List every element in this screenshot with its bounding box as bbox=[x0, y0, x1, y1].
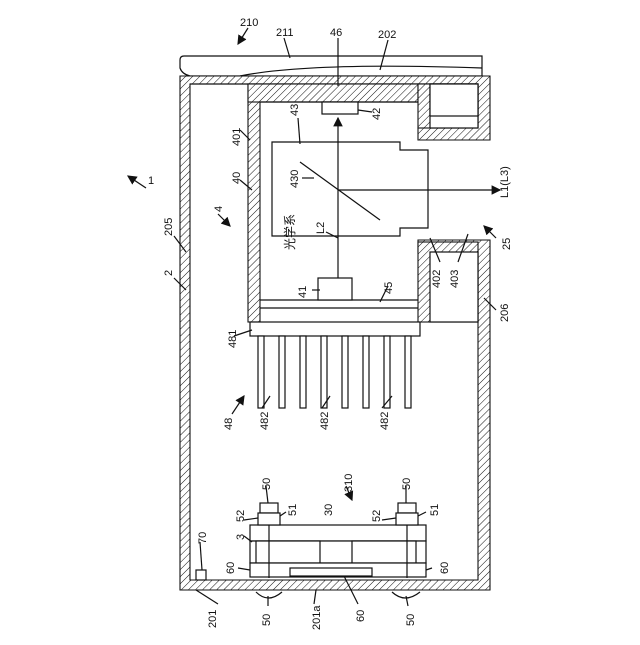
top-plate-46 bbox=[248, 84, 418, 102]
label-211: 211 bbox=[276, 27, 294, 39]
label-optics: 光学系 bbox=[282, 214, 297, 250]
label-50-d: 50 bbox=[405, 614, 417, 626]
heat-sink-fin bbox=[321, 336, 327, 408]
leader-48 bbox=[232, 396, 244, 414]
label-46: 46 bbox=[330, 27, 342, 39]
label-50-c: 50 bbox=[261, 614, 273, 626]
heat-sink-base-481 bbox=[250, 322, 420, 336]
label-25: 25 bbox=[501, 238, 513, 250]
label-202: 202 bbox=[378, 29, 396, 41]
label-41: 41 bbox=[297, 286, 309, 298]
heat-sink-fin bbox=[258, 336, 264, 408]
leader-201a bbox=[314, 590, 316, 604]
screw-50-left-head bbox=[260, 503, 278, 513]
label-402: 402 bbox=[431, 270, 443, 288]
heat-sink-fin bbox=[384, 336, 390, 408]
label-60-b: 60 bbox=[439, 562, 451, 574]
label-60-a: 60 bbox=[225, 562, 237, 574]
leader-60a bbox=[238, 568, 250, 570]
label-52-a: 52 bbox=[235, 510, 247, 522]
label-52-b: 52 bbox=[371, 510, 383, 522]
label-310: 310 bbox=[343, 474, 355, 492]
label-70: 70 bbox=[197, 532, 209, 544]
label-201: 201 bbox=[207, 610, 219, 628]
label-51-a: 51 bbox=[287, 504, 299, 516]
label-L2: L2 bbox=[315, 222, 327, 234]
leader-1 bbox=[128, 176, 146, 188]
leader-25 bbox=[484, 226, 496, 238]
component-41 bbox=[318, 278, 352, 300]
label-43: 43 bbox=[289, 104, 301, 116]
heat-sink-fin bbox=[405, 336, 411, 408]
label-50-b: 50 bbox=[401, 478, 413, 490]
heat-sink-fin bbox=[342, 336, 348, 408]
fan-top-plate bbox=[250, 525, 426, 541]
label-40: 40 bbox=[231, 172, 243, 184]
leader-211 bbox=[284, 38, 290, 58]
label-210: 210 bbox=[240, 17, 258, 29]
nut-51-left bbox=[258, 513, 280, 525]
lid-211 bbox=[180, 56, 482, 76]
component-70 bbox=[196, 570, 206, 580]
label-51-b: 51 bbox=[429, 504, 441, 516]
label-201a: 201a bbox=[311, 605, 323, 630]
label-50-a: 50 bbox=[261, 478, 273, 490]
label-482-c: 482 bbox=[379, 412, 391, 430]
nut-51-right bbox=[396, 513, 418, 525]
leader-51a bbox=[280, 512, 286, 516]
label-30: 30 bbox=[323, 504, 335, 516]
leader-52b bbox=[382, 518, 396, 520]
label-2: 2 bbox=[163, 270, 175, 276]
label-L1L3: L1(L3) bbox=[499, 166, 511, 198]
heat-sink-48 bbox=[250, 322, 420, 408]
heat-sink-fin bbox=[363, 336, 369, 408]
component-42 bbox=[322, 102, 358, 114]
fan-blade-left bbox=[256, 541, 320, 563]
label-1: 1 bbox=[148, 175, 154, 187]
label-60-c: 60 bbox=[355, 610, 367, 622]
leader-202 bbox=[380, 40, 388, 70]
leader-4 bbox=[218, 214, 230, 226]
leader-51b bbox=[418, 512, 426, 516]
foot-left bbox=[256, 592, 282, 598]
leader-43 bbox=[298, 118, 300, 144]
label-4: 4 bbox=[213, 206, 225, 212]
screw-50-right-head bbox=[398, 503, 416, 513]
lid-curve bbox=[240, 66, 482, 76]
wall-401 bbox=[248, 84, 260, 322]
label-482-b: 482 bbox=[319, 412, 331, 430]
fan-opening bbox=[290, 568, 372, 576]
label-205: 205 bbox=[163, 218, 175, 236]
heat-sink-fins-482 bbox=[258, 336, 411, 408]
label-206: 206 bbox=[499, 304, 511, 322]
leader-201 bbox=[196, 590, 218, 604]
label-42: 42 bbox=[371, 108, 383, 120]
heat-sink-fin bbox=[300, 336, 306, 408]
heat-sink-fin bbox=[279, 336, 285, 408]
label-3: 3 bbox=[235, 534, 247, 540]
label-401: 401 bbox=[231, 128, 243, 146]
label-403: 403 bbox=[449, 270, 461, 288]
label-430: 430 bbox=[289, 170, 301, 188]
leader-210 bbox=[238, 28, 248, 44]
leader-70 bbox=[200, 542, 202, 570]
label-48: 48 bbox=[223, 418, 235, 430]
opening-upper-inner bbox=[430, 84, 478, 116]
leader-42 bbox=[358, 110, 372, 112]
label-482-a: 482 bbox=[259, 412, 271, 430]
label-45: 45 bbox=[383, 282, 395, 294]
label-481: 481 bbox=[227, 330, 239, 348]
leader-60b bbox=[426, 568, 432, 570]
